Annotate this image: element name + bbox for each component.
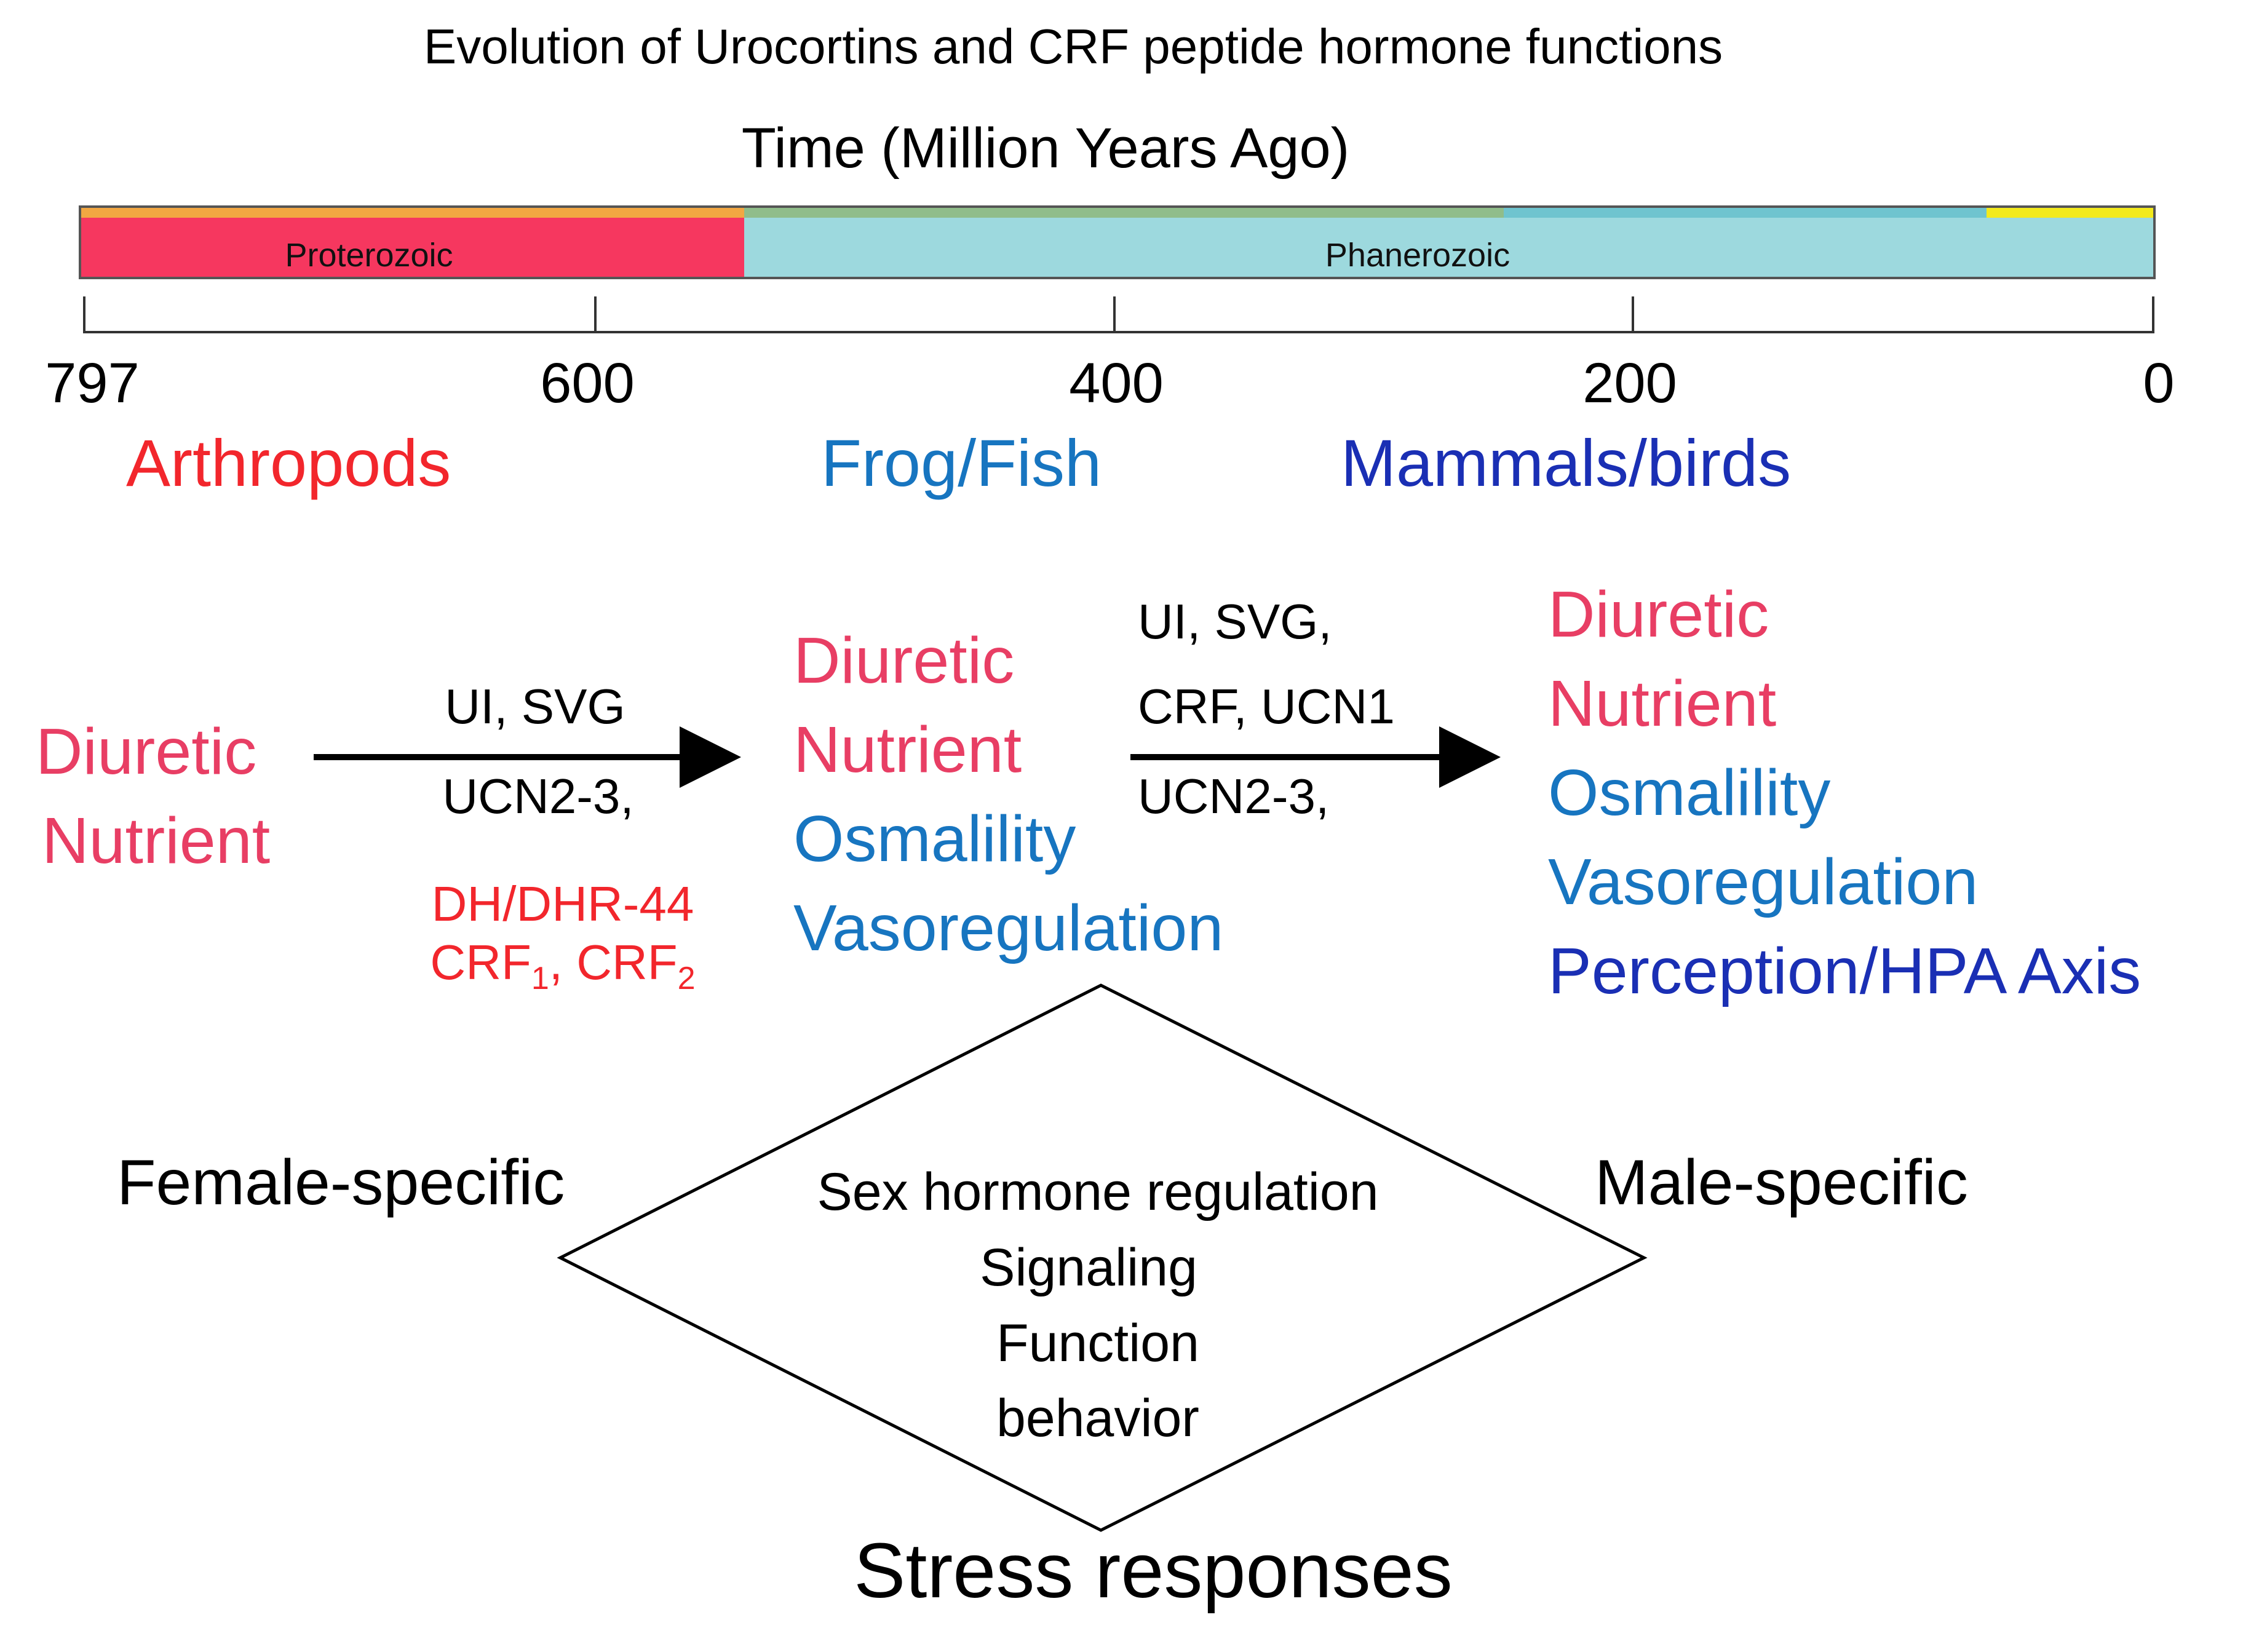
arrow2-below-label: UCN2-3, bbox=[1138, 769, 1329, 824]
tick-label-400: 400 bbox=[1069, 352, 1164, 415]
group-frog-fish: Frog/Fish bbox=[821, 426, 1102, 500]
receptor-crf1: CRF bbox=[430, 935, 531, 990]
timeline-axis bbox=[83, 296, 2154, 333]
stage2-function: Vasoregulation bbox=[793, 892, 1223, 964]
proterozoic-block bbox=[80, 218, 744, 278]
stage3-function: Vasoregulation bbox=[1548, 846, 1978, 918]
phanerozoic-label: Phanerozoic bbox=[1325, 237, 1510, 274]
arrow1-below-label: UCN2-3, bbox=[442, 769, 633, 824]
proterozoic-top-stripe bbox=[80, 207, 744, 218]
stage2-function: Nutrient bbox=[793, 713, 1022, 786]
group-arthropods: Arthropods bbox=[126, 426, 451, 500]
group-mammals-birds: Mammals/birds bbox=[1341, 426, 1791, 500]
arrow2-above-label-1: UI, SVG, bbox=[1138, 594, 1332, 649]
arrow1-receptors-line2: CRF1, CRF2 bbox=[430, 935, 695, 996]
stress-responses-label: Stress responses bbox=[854, 1527, 1452, 1614]
eon-bar: Proterozoic Phanerozoic bbox=[79, 205, 2156, 279]
stage2-function: Osmalility bbox=[793, 803, 1076, 875]
stage3-function: Perception/HPA Axis bbox=[1548, 935, 2141, 1007]
stage3-function: Osmalility bbox=[1548, 757, 1830, 829]
stage1-function: Diuretic bbox=[36, 715, 256, 788]
phanerozoic-block bbox=[744, 218, 2154, 278]
diamond-line: Signaling bbox=[980, 1238, 1197, 1297]
receptor-crf2: CRF bbox=[576, 935, 677, 990]
diamond-text: Sex hormone regulation Signaling Functio… bbox=[817, 1162, 1378, 1448]
receptor-crf2-subscript: 2 bbox=[678, 961, 696, 996]
diamond-line: Function bbox=[996, 1314, 1199, 1373]
phanerozoic-top-stripe-3 bbox=[1987, 207, 2154, 218]
phanerozoic-top-stripe-1 bbox=[744, 207, 1504, 218]
female-specific-label: Female-specific bbox=[117, 1147, 565, 1218]
time-axis-label: Time (Million Years Ago) bbox=[742, 117, 1350, 180]
diamond-line: Sex hormone regulation bbox=[817, 1162, 1378, 1221]
stage1-function: Nutrient bbox=[42, 804, 270, 877]
arrow2-above-label-2: CRF, UCN1 bbox=[1138, 679, 1395, 734]
receptor-separator: , bbox=[549, 935, 576, 990]
stage2-function: Diuretic bbox=[793, 624, 1014, 697]
stage2-functions: Diuretic Nutrient Osmalility Vasoregulat… bbox=[793, 624, 1223, 964]
diamond-line: behavior bbox=[996, 1389, 1199, 1448]
stage3-function: Diuretic bbox=[1548, 578, 1769, 651]
stage3-function: Nutrient bbox=[1548, 667, 1776, 740]
tick-label-797: 797 bbox=[45, 352, 140, 415]
proterozoic-label: Proterozoic bbox=[285, 237, 453, 274]
tick-label-200: 200 bbox=[1582, 352, 1677, 415]
male-specific-label: Male-specific bbox=[1595, 1147, 1968, 1218]
receptor-crf1-subscript: 1 bbox=[531, 961, 549, 996]
phanerozoic-top-stripe-2 bbox=[1504, 207, 1987, 218]
eon-bar-border bbox=[79, 205, 2156, 279]
stage1-functions: Diuretic Nutrient bbox=[36, 715, 270, 877]
tick-label-600: 600 bbox=[540, 352, 635, 415]
figure-title: Evolution of Urocortins and CRF peptide … bbox=[424, 19, 1723, 74]
tick-label-0: 0 bbox=[2143, 352, 2174, 415]
arrow1-receptors-line1: DH/DHR-44 bbox=[432, 876, 694, 931]
stage3-functions: Diuretic Nutrient Osmalility Vasoregulat… bbox=[1548, 578, 2141, 1007]
arrow1-above-label: UI, SVG bbox=[445, 679, 625, 734]
sex-hormone-diamond bbox=[557, 983, 1648, 1532]
